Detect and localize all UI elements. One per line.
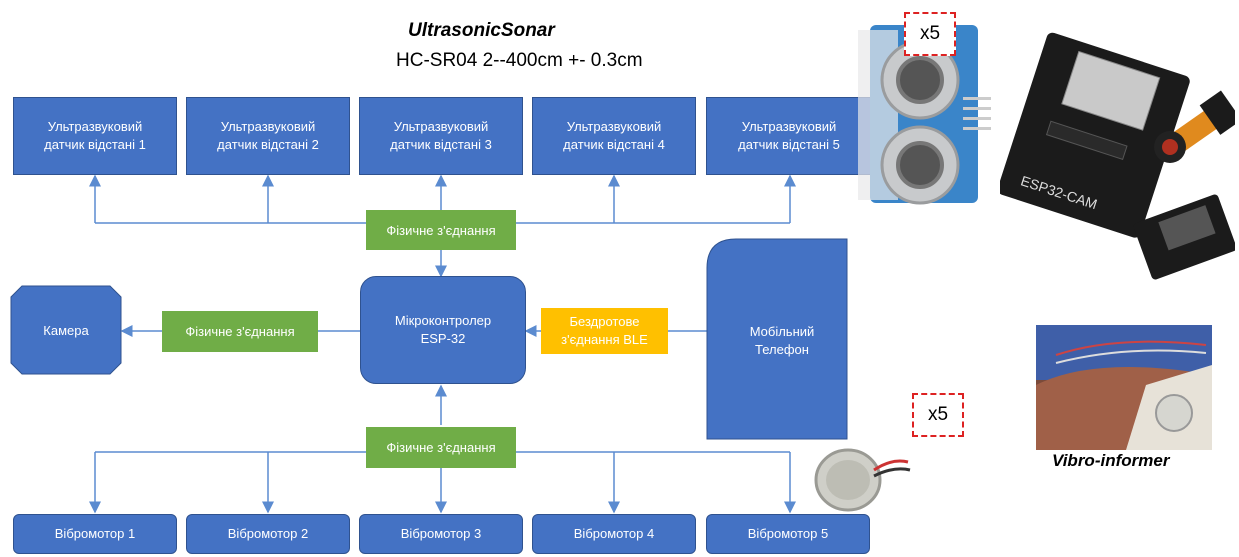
sensor-2-line2: датчик відстані 2 <box>217 137 319 152</box>
sonar-title: UltrasonicSonar <box>408 20 555 41</box>
camera-block: Камера <box>10 285 122 375</box>
multiplier-badge-top: x5 <box>904 12 956 56</box>
sensor-4-line1: Ультразвуковий <box>566 119 662 135</box>
multiplier-badge-bottom: x5 <box>912 393 964 437</box>
sonar-spec: HC-SR04 2--400cm +- 0.3cm <box>396 50 643 71</box>
motor-block-5: Вібромотор 5 <box>706 514 870 554</box>
sensor-3-line1: Ультразвуковий <box>393 119 489 135</box>
phone-block: Мобільний Телефон <box>706 238 848 440</box>
phone-line1: Мобільний <box>750 324 815 339</box>
motor-block-3: Вібромотор 3 <box>359 514 523 554</box>
wireless-connection: Бездротове з'єднання BLE <box>541 308 668 354</box>
wireless-line1: Бездротове <box>569 314 640 330</box>
sensor-2-line1: Ультразвуковий <box>220 119 316 135</box>
controller-line2: ESP-32 <box>420 331 466 346</box>
physical-connection-left: Фізичне з'єднання <box>162 311 318 352</box>
phone-line2: Телефон <box>755 342 809 357</box>
sensor-block-2: Ультразвуковий датчик відстані 2 <box>186 97 350 175</box>
esp32-cam-image: ESP32-CAM <box>1000 32 1235 280</box>
controller-line1: Мікроконтролер <box>394 313 492 329</box>
sensor-3-line2: датчик відстані 3 <box>390 137 492 152</box>
sensor-block-4: Ультразвуковий датчик відстані 4 <box>532 97 696 175</box>
sensor-4-line2: датчик відстані 4 <box>563 137 665 152</box>
vibro-photo <box>1036 325 1212 450</box>
sensor-1-line1: Ультразвуковий <box>47 119 143 135</box>
sensor-5-line1: Ультразвуковий <box>741 119 837 135</box>
sensor-1-line2: датчик відстані 1 <box>44 137 146 152</box>
camera-label: Камера <box>43 323 89 338</box>
physical-connection-top: Фізичне з'єднання <box>366 210 516 250</box>
sensor-block-5: Ультразвуковий датчик відстані 5 <box>706 97 872 175</box>
sensor-block-3: Ультразвуковий датчик відстані 3 <box>359 97 523 175</box>
motor-block-4: Вібромотор 4 <box>532 514 696 554</box>
wireless-line2: з'єднання BLE <box>561 332 648 347</box>
vibration-motor-image <box>814 448 911 512</box>
sensor-5-line2: датчик відстані 5 <box>738 137 840 152</box>
vibro-caption: Vibro-informer <box>1052 451 1170 470</box>
motor-block-2: Вібромотор 2 <box>186 514 350 554</box>
motor-block-1: Вібромотор 1 <box>13 514 177 554</box>
sonar-module-image <box>858 25 991 205</box>
sensor-block-1: Ультразвуковий датчик відстані 1 <box>13 97 177 175</box>
physical-connection-bottom: Фізичне з'єднання <box>366 427 516 468</box>
